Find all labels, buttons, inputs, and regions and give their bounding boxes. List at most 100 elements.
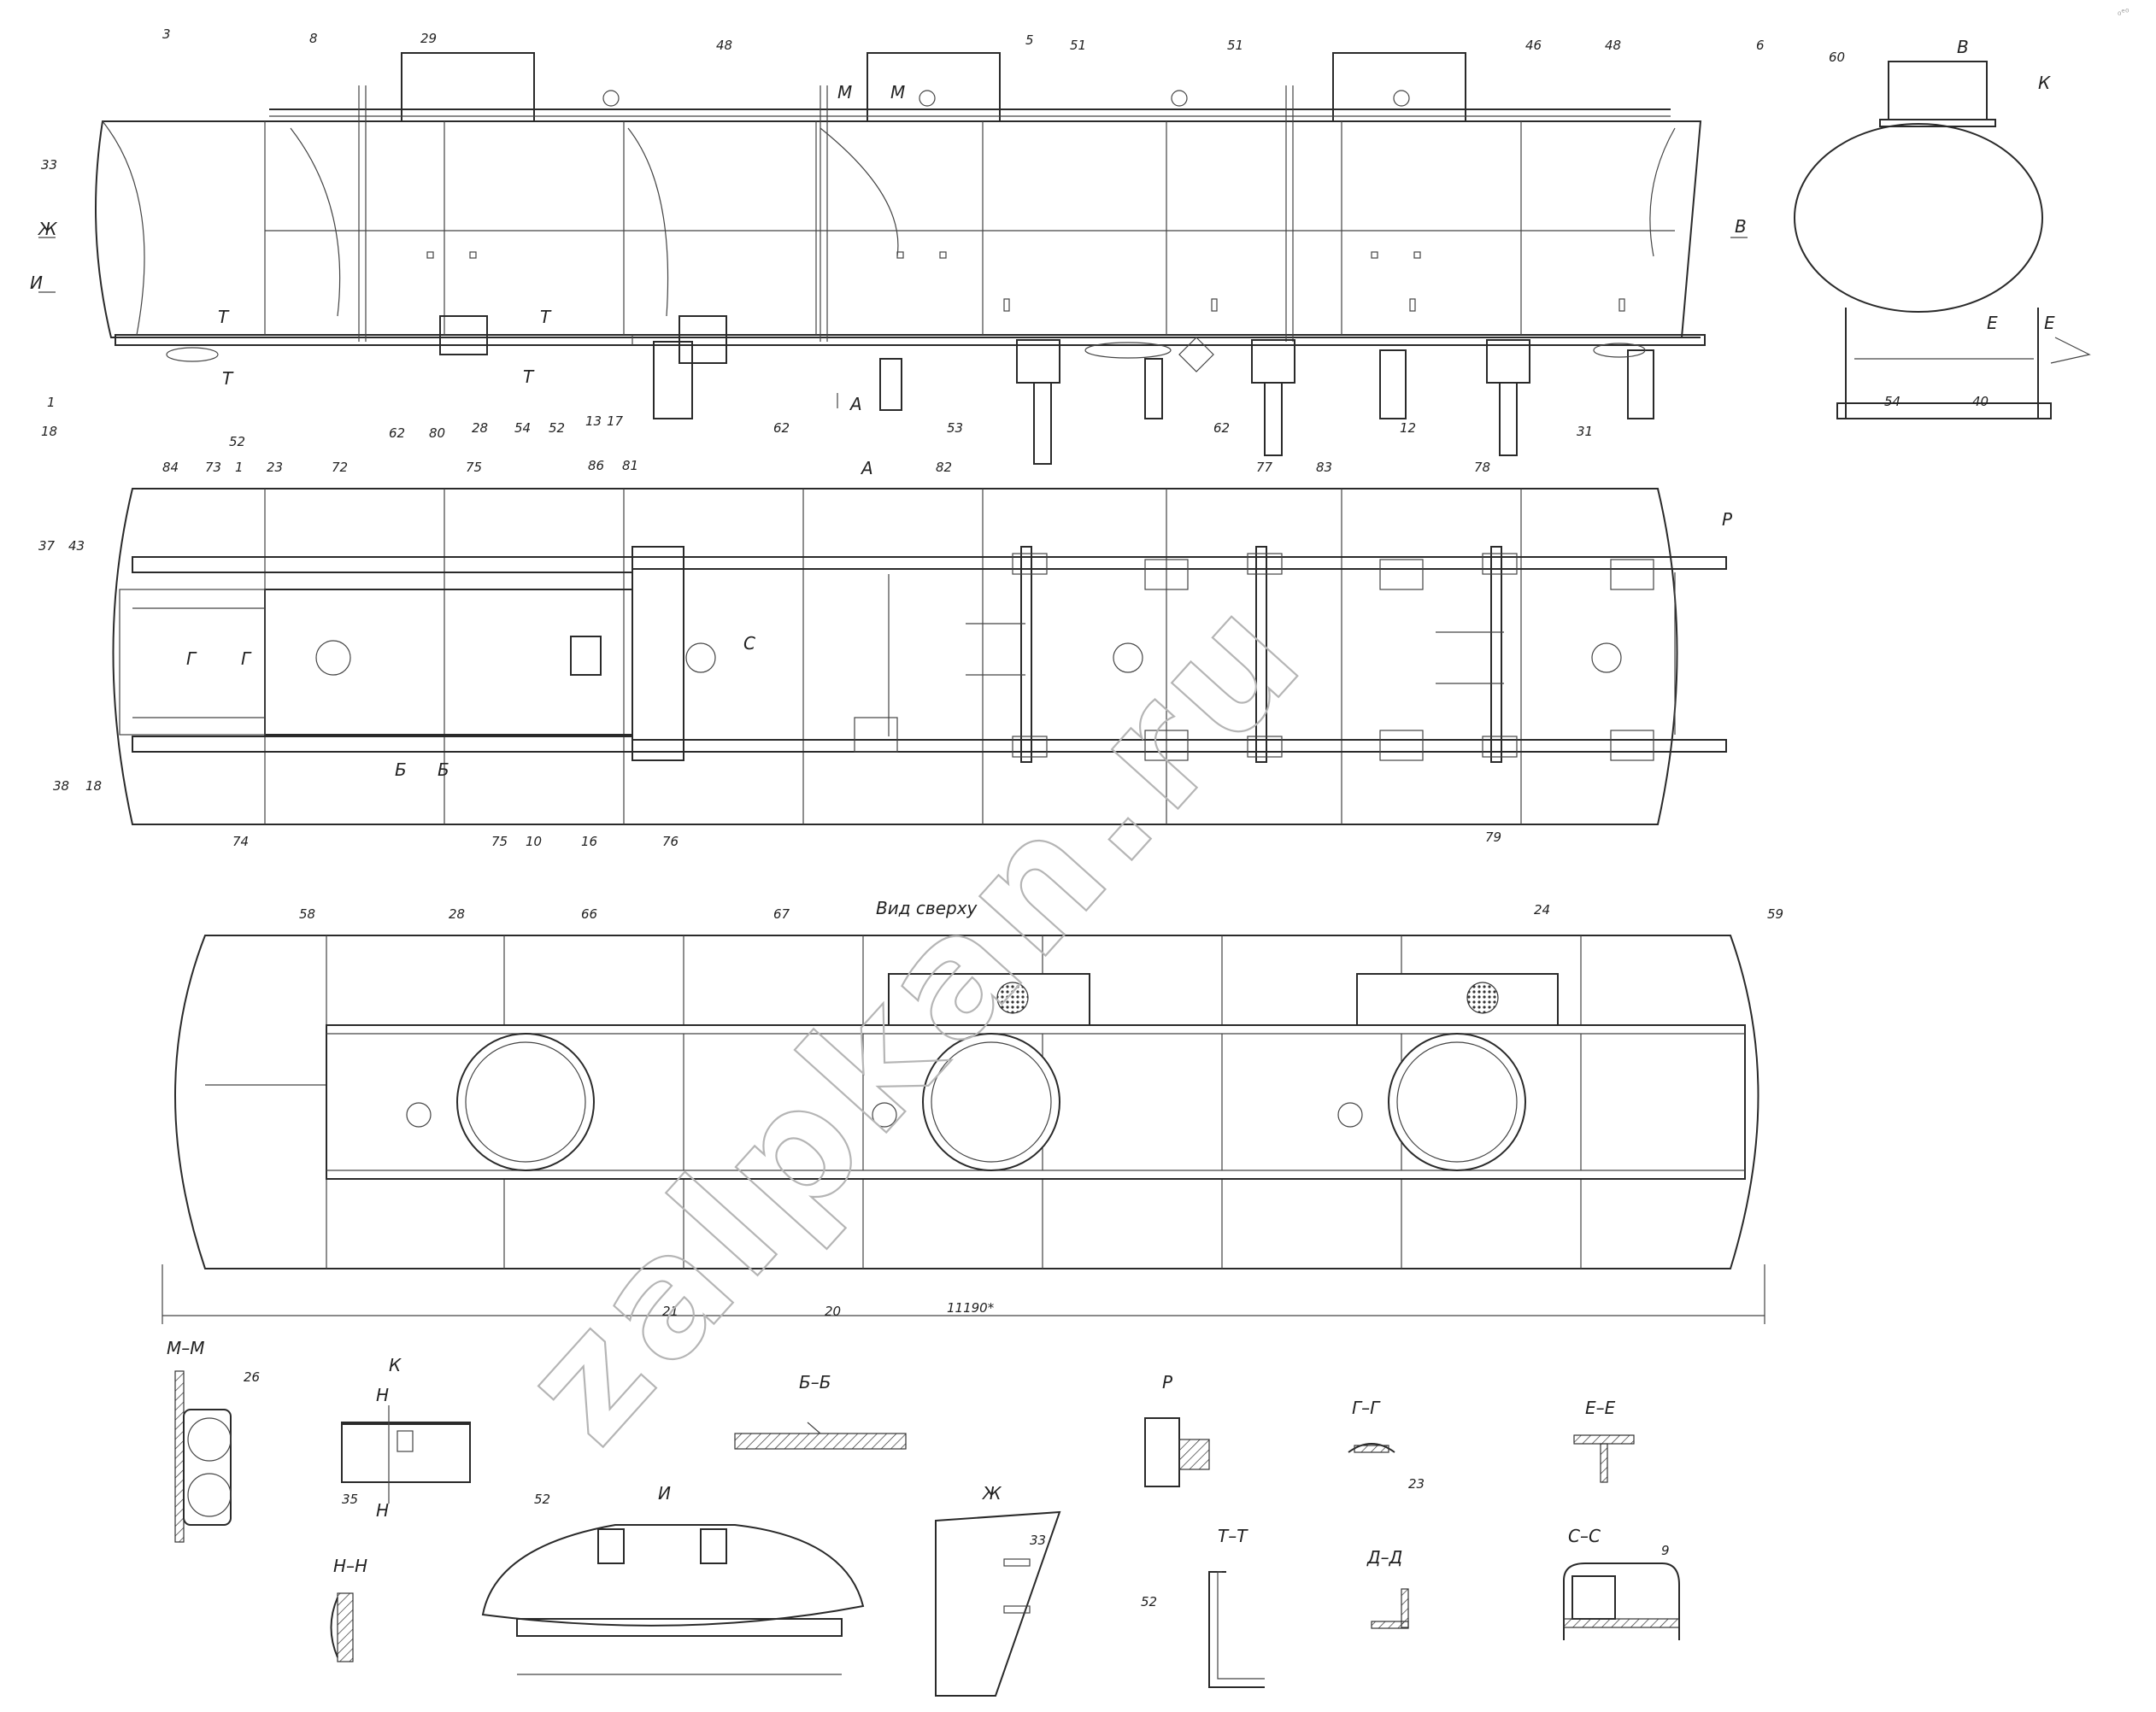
detail-p-callout: Р [1722, 509, 1733, 530]
side-view: Ж И В А Т Т Т Т М М 3 8 29 48 5 51 51 46… [30, 26, 1765, 465]
detail-dd-title: Д–Д [1366, 1547, 1402, 1568]
detail-tt-title: Т–Т [1218, 1526, 1248, 1546]
plan-leader: 73 [205, 460, 221, 475]
side-leader: 18 [41, 424, 57, 439]
end-leader: 60 [1829, 50, 1845, 65]
end-leader: 40 [1972, 394, 1989, 409]
detail-gg: Г–Г 23 [1348, 1398, 1425, 1492]
detail-nn-title: Н–Н [333, 1556, 367, 1576]
plan-leader: 43 [68, 538, 85, 554]
top-leader: 66 [581, 906, 597, 922]
detail-i: И 52 [481, 1483, 865, 1675]
side-leader: 51 [1070, 38, 1086, 53]
plan-leader: 82 [936, 460, 952, 475]
plan-leader: 86 [588, 458, 604, 473]
section-t-label-1: Т [218, 307, 230, 327]
side-leader: 48 [1605, 38, 1621, 53]
section-m-label-2: М [890, 82, 905, 103]
side-leader: 52 [549, 420, 565, 436]
detail-mm-leader: 26 [244, 1369, 260, 1385]
plan-leader: 16 [581, 834, 597, 849]
plan-leader: 10 [526, 834, 542, 849]
detail-bb: Б–Б [734, 1372, 907, 1450]
side-leader: 6 [1756, 38, 1765, 53]
side-leader: 5 [1025, 32, 1034, 48]
detail-gg-title: Г–Г [1352, 1398, 1381, 1418]
plan-leader: 83 [1316, 460, 1332, 475]
top-view: 11190* Вид сверху 58 28 66 67 24 59 21 2… [162, 898, 1783, 1324]
side-leader: 52 [229, 434, 245, 449]
detail-mm: М–М 26 [167, 1338, 260, 1543]
side-leader: 1 [47, 395, 56, 410]
detail-p: Р [1144, 1372, 1210, 1487]
top-leader: 58 [299, 906, 315, 922]
detail-dd: Д–Д [1366, 1547, 1409, 1629]
detail-zh-title: Ж [981, 1483, 1002, 1504]
detail-tt-leader: 52 [1141, 1594, 1157, 1609]
section-s-label: С [743, 633, 755, 654]
section-zh-label: Ж [37, 219, 58, 239]
top-leader: 21 [662, 1304, 679, 1319]
section-e-label-2: Е [2044, 313, 2055, 333]
section-g-label-2: Г [241, 648, 252, 669]
side-leader: 33 [41, 157, 57, 173]
section-b-label-1: Б [395, 759, 407, 780]
section-t-label-4: Т [523, 366, 535, 387]
detail-tt: Т–Т 52 [1141, 1526, 1265, 1688]
plan-leader: 75 [491, 834, 508, 849]
plan-view-title: А [860, 458, 873, 478]
detail-i-leader: 52 [534, 1492, 550, 1507]
detail-ee: Е–Е [1573, 1398, 1635, 1483]
detail-zh: Ж 33 [935, 1483, 1061, 1697]
top-view-title: Вид сверху [876, 898, 978, 918]
top-leader: 24 [1534, 902, 1550, 918]
side-leader: 31 [1577, 424, 1593, 439]
side-leader: 8 [309, 31, 318, 46]
side-leader: 62 [389, 425, 405, 441]
overall-dimension: 11190* [947, 1300, 995, 1316]
plan-leader: 37 [38, 538, 56, 554]
section-b-label-2: Б [438, 759, 449, 780]
section-g-label-1: Г [186, 648, 197, 669]
end-view-v: В К Е Е 60 54 40 [1794, 37, 2091, 419]
plan-leader: 76 [662, 834, 679, 849]
side-leader: 13 [585, 413, 602, 429]
detail-ss-title: С–С [1568, 1526, 1601, 1546]
plan-leader: 84 [162, 460, 179, 475]
side-leader: 54 [514, 420, 531, 436]
detail-k-title: К [389, 1355, 402, 1375]
detail-zh-leader: 33 [1030, 1533, 1046, 1548]
top-leader: 28 [449, 906, 465, 922]
end-leader: 54 [1884, 394, 1900, 409]
detail-k-leader: 35 [342, 1492, 358, 1507]
plan-leader: 23 [267, 460, 283, 475]
plan-view-a: А Р С Г Г Б Б 84 73 1 23 72 75 86 81 82 … [38, 458, 1733, 849]
section-v-label: В [1735, 216, 1747, 237]
section-i-label: И [30, 273, 43, 293]
detail-p-title: Р [1162, 1372, 1173, 1392]
plan-leader: 18 [85, 778, 102, 794]
top-leader: 59 [1767, 906, 1783, 922]
detail-nn: Н–Н [330, 1556, 367, 1662]
top-leader: 20 [825, 1304, 841, 1319]
detail-ee-title: Е–Е [1585, 1398, 1616, 1418]
detail-i-title: И [658, 1483, 671, 1504]
plan-leader: 75 [466, 460, 482, 475]
side-leader: 3 [162, 26, 171, 42]
side-leader: 53 [947, 420, 963, 436]
side-leader: 51 [1227, 38, 1243, 53]
plan-leader: 38 [53, 778, 69, 794]
detail-views: М–М 26 К 35 Н Н Б–Б Р [167, 1338, 1680, 1697]
side-leader: 80 [429, 425, 445, 441]
detail-ss-leader: 9 [1661, 1543, 1670, 1558]
end-view-title: В [1957, 37, 1969, 57]
detail-mm-title: М–М [167, 1338, 205, 1358]
section-e-label-1: Е [1987, 313, 1998, 333]
section-t-label-2: Т [222, 368, 234, 389]
side-leader: 48 [716, 38, 732, 53]
side-leader: 28 [472, 420, 488, 436]
plan-leader: 1 [235, 460, 244, 475]
plan-leader: 77 [1256, 460, 1273, 475]
watermark: zalpkan.ru [486, 558, 1342, 1478]
